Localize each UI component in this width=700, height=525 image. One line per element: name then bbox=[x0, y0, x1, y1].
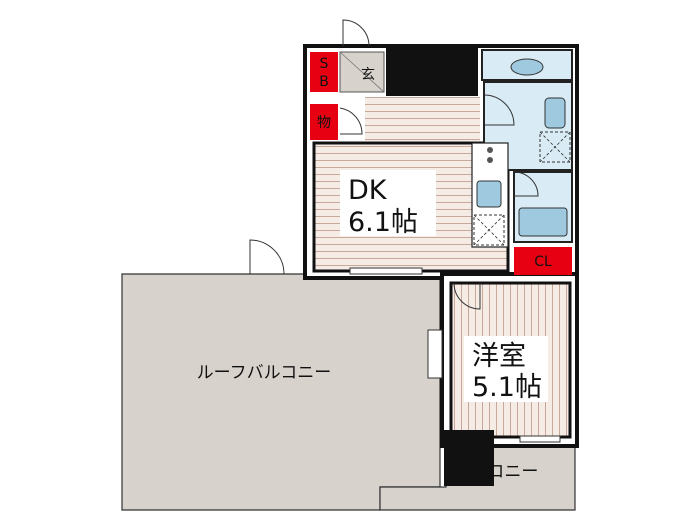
kitchen-counter bbox=[471, 142, 509, 248]
dk-size: 6.1帖 bbox=[348, 207, 418, 238]
window bbox=[349, 267, 561, 443]
structural-column bbox=[386, 46, 478, 96]
hallway bbox=[365, 97, 480, 141]
roof-balcony bbox=[121, 273, 441, 511]
entrance-label: 玄 bbox=[361, 66, 375, 83]
laundry-space bbox=[539, 131, 571, 163]
balcony-label: バルコニー bbox=[454, 462, 539, 482]
western-label-box: 洋室 5.1帖 bbox=[464, 336, 548, 403]
storage-label: 物 bbox=[317, 115, 331, 131]
entrance-area bbox=[339, 51, 385, 93]
closet: CL bbox=[514, 247, 572, 275]
western-name: 洋室 bbox=[472, 341, 526, 372]
dk-name: DK bbox=[348, 175, 388, 206]
closet-label: CL bbox=[534, 254, 552, 270]
washbasin-icon bbox=[544, 97, 566, 129]
stove-burner-icon bbox=[487, 147, 493, 153]
sink-icon bbox=[476, 180, 502, 208]
sb-label-bottom: B bbox=[319, 74, 329, 90]
toilet-room bbox=[481, 49, 573, 81]
bathroom bbox=[513, 171, 573, 243]
structural-column bbox=[444, 430, 494, 486]
shoe-box: S B bbox=[310, 52, 338, 92]
stove-burner-icon bbox=[487, 157, 493, 163]
fridge-space bbox=[473, 214, 505, 246]
western-size: 5.1帖 bbox=[472, 372, 542, 403]
bathtub-icon bbox=[518, 207, 568, 237]
roof-balcony-label: ルーフバルコニー bbox=[197, 363, 332, 383]
dk-label-box: DK 6.1帖 bbox=[340, 170, 436, 238]
door-icon bbox=[249, 19, 539, 310]
toilet-icon bbox=[510, 58, 544, 76]
storage: 物 bbox=[310, 104, 338, 140]
sb-label-top: S bbox=[320, 56, 329, 72]
